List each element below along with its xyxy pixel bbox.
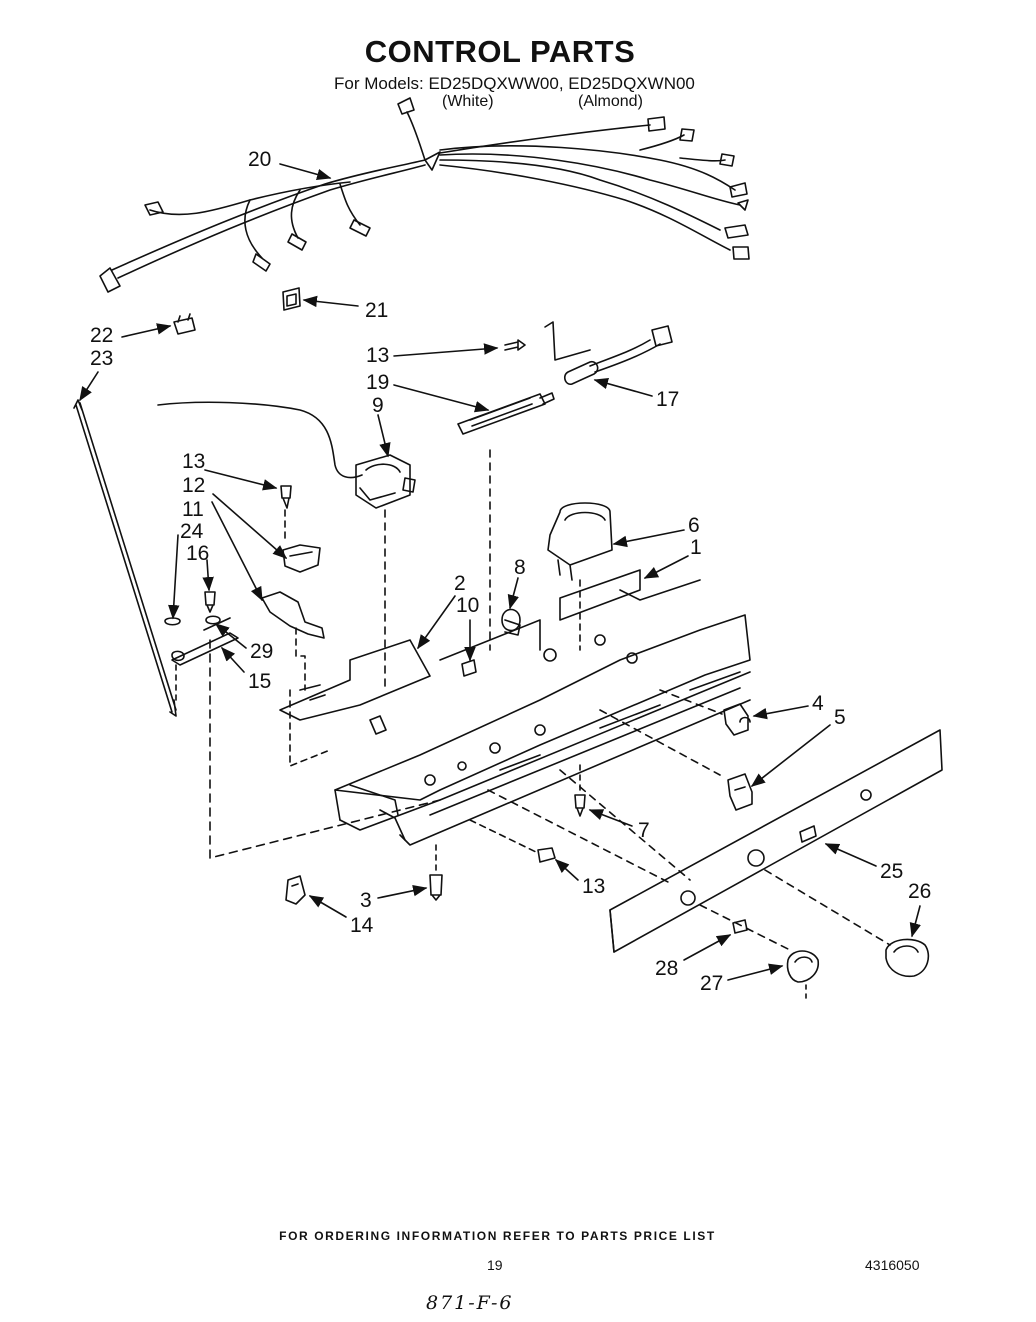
variant-white-label: (White) <box>442 93 494 110</box>
part-9-defrost-timer <box>157 401 416 691</box>
part-13-screw-top <box>504 339 526 351</box>
part-11-thermostat-shaft <box>261 591 325 639</box>
part-13-screw-left <box>280 485 292 509</box>
callout-20: 20 <box>248 148 271 171</box>
callout-21: 21 <box>365 299 388 322</box>
callout-24: 24 <box>180 520 204 543</box>
part-21-clip <box>282 287 301 311</box>
document-number: 4316050 <box>865 1257 920 1273</box>
part-5-light-switch <box>727 773 753 811</box>
part-16-screw <box>204 591 216 613</box>
part-23-rod <box>73 399 177 717</box>
variant-almond-label: (Almond) <box>578 93 643 110</box>
part-7-screw <box>574 794 586 817</box>
page-number: 19 <box>487 1257 503 1273</box>
part-24-washer <box>164 617 181 626</box>
callout-4: 4 <box>812 692 824 715</box>
model-list: For Models: ED25DQXWW00, ED25DQXWN00 <box>334 74 695 93</box>
page-title: CONTROL PARTS <box>364 34 636 69</box>
callout-1: 1 <box>690 536 702 559</box>
callout-10: 10 <box>456 594 479 617</box>
part-4-switch <box>723 703 751 736</box>
callout-13-lower: 13 <box>582 875 605 898</box>
part-27-knob <box>786 950 820 983</box>
part-6-control <box>547 502 613 581</box>
callout-22: 22 <box>90 324 113 347</box>
callout-26: 26 <box>908 880 931 903</box>
handwritten-code: 871-F-6 <box>426 1292 514 1314</box>
callout-11: 11 <box>182 498 204 521</box>
callout-5: 5 <box>834 706 846 729</box>
callout-13-top: 13 <box>366 344 389 367</box>
part-8-grommet <box>501 608 521 636</box>
callout-leaders <box>79 163 921 981</box>
part-25-control-panel <box>609 729 943 953</box>
callout-13-left: 13 <box>182 450 205 473</box>
callout-2: 2 <box>454 572 466 595</box>
callout-14: 14 <box>350 914 374 937</box>
callout-23: 23 <box>90 347 113 370</box>
callout-8: 8 <box>514 556 526 579</box>
callout-27: 27 <box>700 972 723 995</box>
callout-9: 9 <box>372 394 384 417</box>
callout-28: 28 <box>655 957 678 980</box>
part-14-clip <box>285 875 306 905</box>
callout-3: 3 <box>360 889 372 912</box>
callout-12: 12 <box>182 474 205 497</box>
callout-25: 25 <box>880 860 903 883</box>
part-2-mounting-plate <box>279 639 431 721</box>
callout-6: 6 <box>688 514 700 537</box>
part-28-spacer <box>732 919 748 934</box>
part-13-screw-lower <box>537 847 556 863</box>
callout-16: 16 <box>186 542 209 565</box>
part-29-washer <box>205 615 221 625</box>
part-15-lever <box>171 617 239 666</box>
part-26-knob <box>885 938 930 978</box>
part-22-bracket <box>173 313 196 335</box>
callout-15: 15 <box>248 670 271 693</box>
ordering-note: FOR ORDERING INFORMATION REFER TO PARTS … <box>279 1229 716 1243</box>
part-1-control-housing <box>334 569 751 846</box>
part-12-bracket <box>282 544 321 573</box>
sensor-assembly <box>457 321 673 435</box>
callout-17: 17 <box>656 388 679 411</box>
part-10-screw <box>461 659 477 677</box>
wiring-harness <box>99 97 750 293</box>
callout-19: 19 <box>366 371 389 394</box>
callout-29: 29 <box>250 640 273 663</box>
callout-7: 7 <box>638 819 650 842</box>
part-3-screw <box>429 874 443 901</box>
